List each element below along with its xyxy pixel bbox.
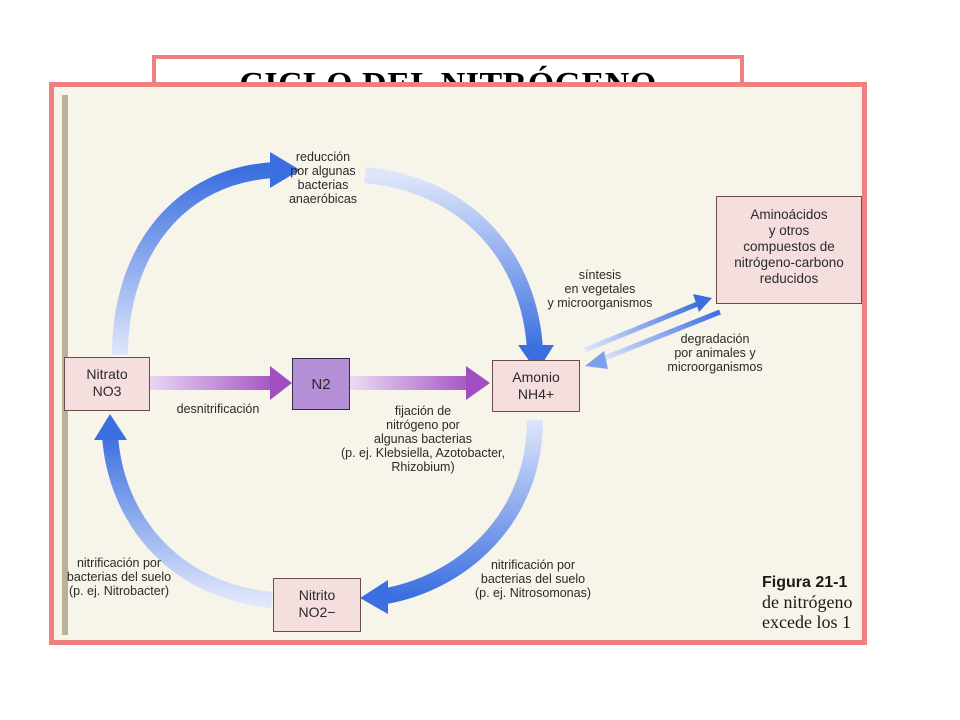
node-amonio-formula: NH4+ xyxy=(517,386,555,402)
arrow-fijacion-head xyxy=(466,366,490,400)
figure-caption-line2: de nitrógeno xyxy=(762,592,853,612)
arrow-reduccion xyxy=(112,162,276,356)
node-amonio-name: Amonio xyxy=(512,369,560,385)
figure-caption-line3: excede los 1 xyxy=(762,612,851,632)
diagram-frame xyxy=(49,82,867,645)
arrow-nitrito-nitrato-head xyxy=(94,414,127,440)
node-nitrato-formula: NO3 xyxy=(92,383,122,399)
arrow-desnitrificacion-head xyxy=(270,366,292,400)
label-sintesis: síntesis en vegetales y microorganismos xyxy=(547,268,653,310)
label-fijacion: fijación de nitrógeno por algunas bacter… xyxy=(341,404,505,474)
arrow-fijacion xyxy=(350,376,476,390)
node-n2-label: N2 xyxy=(311,376,331,393)
arrow-degradacion-head xyxy=(585,351,608,369)
arrow-desnitrificacion xyxy=(150,376,280,390)
arrow-to-amonio xyxy=(364,167,543,351)
arrow-sintesis xyxy=(584,300,701,353)
node-nitrito-formula: NO2− xyxy=(298,604,336,620)
node-nitrito-name: Nitrito xyxy=(298,587,336,603)
label-nitrificacion-nitrobacter: nitrificación por bacterias del suelo (p… xyxy=(66,556,172,598)
node-aminoacidos: Aminoácidos y otros compuestos de nitróg… xyxy=(716,196,862,304)
node-nitrato: Nitrato NO3 xyxy=(64,357,150,411)
arrow-to-amonio-head xyxy=(518,345,554,372)
label-reduccion: reducción por algunas bacterias anaeróbi… xyxy=(288,150,358,206)
label-nitrificacion-nitrosomonas: nitrificación por bacterias del suelo (p… xyxy=(474,558,591,600)
node-n2: N2 xyxy=(292,358,350,410)
arrow-amonio-nitrito-head xyxy=(360,580,388,614)
label-degradacion: degradación por animales y microorganism… xyxy=(667,332,763,374)
figure-caption-number: Figura 21-1 xyxy=(762,574,848,591)
node-amonio: Amonio NH4+ xyxy=(492,360,580,412)
arrow-degradacion xyxy=(599,309,721,363)
arrow-nitrito-nitrato xyxy=(102,434,273,608)
label-desnitrificacion: desnitrificación xyxy=(176,402,260,416)
arrow-sintesis-head xyxy=(693,294,712,312)
figure-caption: Figura 21-1 de nitrógeno excede los 1 xyxy=(762,574,852,632)
arrow-reduccion-head xyxy=(270,152,300,188)
node-nitrito: Nitrito NO2− xyxy=(273,578,361,632)
node-nitrato-name: Nitrato xyxy=(86,366,128,382)
arrow-amonio-nitrito xyxy=(378,419,543,605)
